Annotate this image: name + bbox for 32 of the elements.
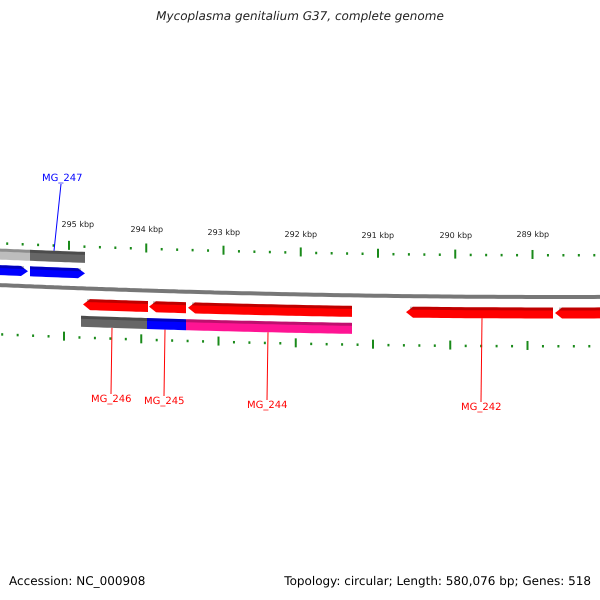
accession-text: Accession: NC_000908: [9, 575, 146, 588]
gene-label: MG_246: [91, 394, 132, 405]
leader-line: [164, 329, 166, 396]
scale-label: 295 kbp: [62, 221, 94, 230]
feature-bar: [147, 318, 186, 330]
leader-line: [266, 332, 268, 400]
leader-line: [54, 184, 62, 252]
gene-label: MG_244: [247, 400, 288, 411]
title: Mycoplasma genitalium G37, complete genome: [155, 10, 445, 24]
leader-line: [480, 318, 482, 402]
feature-bar: [186, 319, 352, 334]
gene-feature-block: [83, 299, 148, 312]
gene-feature-block: [0, 264, 28, 276]
feature-bar: [30, 250, 85, 263]
scale-label: 292 kbp: [284, 231, 318, 240]
scale-label: 289 kbp: [516, 231, 550, 240]
scale-label: 291 kbp: [362, 232, 394, 241]
genome-info-text: Topology: circular; Length: 580,076 bp; Genes: 518: [284, 575, 591, 588]
scale-label: 294 kbp: [130, 226, 164, 235]
gene-feature-block: [188, 302, 352, 317]
scale-label: 293 kbp: [208, 229, 240, 238]
gene-feature-block: [555, 307, 600, 318]
scale-label: 290 kbp: [440, 232, 472, 241]
gene-feature-block: [406, 306, 553, 318]
gene-label: MG_247: [42, 173, 82, 184]
gene-feature-block: [30, 266, 85, 278]
gene-label: MG_245: [144, 396, 184, 407]
leader-line: [110, 327, 112, 394]
gene-label: MG_242: [461, 402, 502, 413]
gene-feature-block: [149, 301, 186, 314]
feature-bar: [81, 316, 147, 329]
feature-bar: [0, 248, 30, 261]
